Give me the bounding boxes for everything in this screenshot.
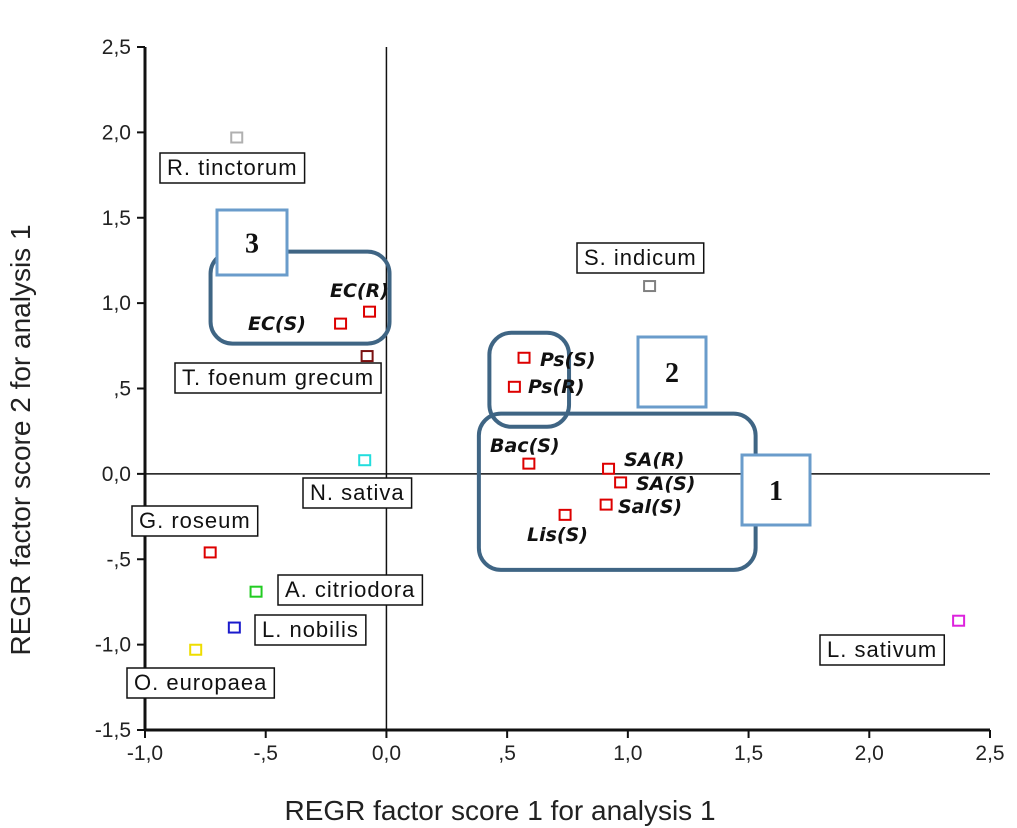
label-g-roseum: G. roseum bbox=[131, 505, 259, 537]
x-tick-label: 1,0 bbox=[613, 742, 642, 765]
x-tick-label: ,5 bbox=[498, 742, 516, 765]
label-bac-s: Bac(S) bbox=[490, 435, 560, 457]
label-lis-s: Lis(S) bbox=[527, 524, 588, 546]
label-s-indicum-text: S. indicum bbox=[584, 245, 697, 270]
axes: -1,0 -,5 0,0 ,5 1,0 1,5 2,0 2,5 2,5 2,0 1,5 1,0 ,5 0,… bbox=[95, 36, 1005, 765]
label-ps-r: Ps(R) bbox=[528, 376, 585, 398]
cluster-2-number-box bbox=[636, 335, 708, 409]
label-g-roseum-box bbox=[131, 505, 259, 537]
label-n-sativa-box bbox=[302, 477, 413, 509]
y-tick-label: ,5 bbox=[113, 378, 131, 401]
label-n-sativa: N. sativa bbox=[302, 477, 413, 509]
label-s-indicum-box bbox=[576, 242, 705, 274]
x-tick-label: 0,0 bbox=[372, 742, 401, 765]
label-ec-s: EC(S) bbox=[248, 313, 306, 335]
point-ec-s bbox=[334, 317, 348, 330]
y-tick-label: -,5 bbox=[106, 548, 131, 571]
cluster-2-number: 2 bbox=[665, 358, 679, 389]
y-axis-title: REGR factor score 2 for analysis 1 bbox=[5, 224, 36, 655]
x-tick-label: -,5 bbox=[253, 742, 278, 765]
label-l-nobilis: L. nobilis bbox=[254, 614, 367, 646]
cluster-2-outline bbox=[487, 330, 572, 429]
point-l-nobilis bbox=[227, 621, 241, 634]
point-o-europaea bbox=[189, 643, 203, 656]
point-l-sativum bbox=[952, 614, 966, 627]
label-ps-s: Ps(S) bbox=[540, 349, 596, 371]
point-sal-s bbox=[599, 498, 613, 511]
point-sa-r bbox=[602, 462, 616, 475]
label-l-sativum: L. sativum bbox=[819, 634, 946, 666]
cluster-1-number-box bbox=[740, 453, 812, 527]
label-g-roseum-text: G. roseum bbox=[139, 508, 251, 533]
cluster-3-number: 3 bbox=[245, 229, 259, 260]
point-t-foenum-grecum bbox=[360, 350, 374, 363]
label-n-sativa-text: N. sativa bbox=[310, 480, 405, 505]
y-tick-label: 2,5 bbox=[102, 36, 131, 59]
cluster-1-number: 1 bbox=[769, 476, 783, 507]
x-tick-label: 2,5 bbox=[975, 742, 1004, 765]
label-r-tinctorum-text: R. tinctorum bbox=[167, 155, 298, 180]
label-sa-r: SA(R) bbox=[624, 449, 684, 471]
point-ps-s bbox=[517, 351, 531, 364]
label-l-sativum-text: L. sativum bbox=[827, 637, 937, 662]
point-ps-r bbox=[507, 380, 521, 393]
cluster-3-number-box bbox=[215, 208, 289, 277]
point-n-sativa bbox=[358, 454, 372, 467]
label-o-europaea-box bbox=[126, 667, 276, 699]
y-tick-label: -1,5 bbox=[95, 719, 131, 742]
y-tick-label: 2,0 bbox=[102, 121, 131, 144]
point-g-roseum bbox=[203, 546, 217, 559]
clusters: 1 2 3 bbox=[208, 208, 812, 572]
y-tick-label: 1,0 bbox=[102, 292, 131, 315]
label-r-tinctorum-box bbox=[159, 152, 306, 184]
label-a-citriodora: A. citriodora bbox=[277, 574, 424, 606]
y-tick-label: 1,5 bbox=[102, 207, 131, 230]
label-o-europaea: O. europaea bbox=[126, 667, 276, 699]
cluster-3-outline bbox=[208, 249, 392, 346]
label-sa-s: SA(S) bbox=[636, 473, 695, 495]
label-o-europaea-text: O. europaea bbox=[134, 670, 267, 695]
label-l-sativum-box bbox=[819, 634, 946, 666]
label-ec-r: EC(R) bbox=[330, 280, 389, 302]
point-bac-s bbox=[522, 457, 536, 470]
label-t-foenum-grecum-text: T. foenum grecum bbox=[182, 365, 374, 390]
point-lis-s bbox=[558, 508, 572, 521]
point-s-indicum bbox=[643, 280, 657, 293]
x-tick-label: 1,5 bbox=[734, 742, 763, 765]
x-axis-title: REGR factor score 1 for analysis 1 bbox=[284, 795, 715, 826]
point-a-citriodora bbox=[249, 585, 263, 598]
label-a-citriodora-text: A. citriodora bbox=[285, 577, 415, 602]
markers bbox=[189, 131, 966, 656]
label-t-foenum-grecum: T. foenum grecum bbox=[174, 362, 382, 394]
label-l-nobilis-text: L. nobilis bbox=[262, 617, 359, 642]
label-r-tinctorum: R. tinctorum bbox=[159, 152, 306, 184]
label-t-foenum-grecum-box bbox=[174, 362, 382, 394]
y-tick-label: 0,0 bbox=[102, 463, 131, 486]
label-a-citriodora-box bbox=[277, 574, 424, 606]
x-tick-label: -1,0 bbox=[127, 742, 163, 765]
x-tick-label: 2,0 bbox=[855, 742, 884, 765]
label-sal-s: Sal(S) bbox=[618, 496, 682, 518]
y-tick-label: -1,0 bbox=[95, 634, 131, 657]
point-sa-s bbox=[614, 476, 628, 489]
point-ec-r bbox=[363, 305, 377, 318]
label-s-indicum: S. indicum bbox=[576, 242, 705, 274]
point-r-tinctorum bbox=[230, 131, 244, 144]
label-l-nobilis-box bbox=[254, 614, 367, 646]
